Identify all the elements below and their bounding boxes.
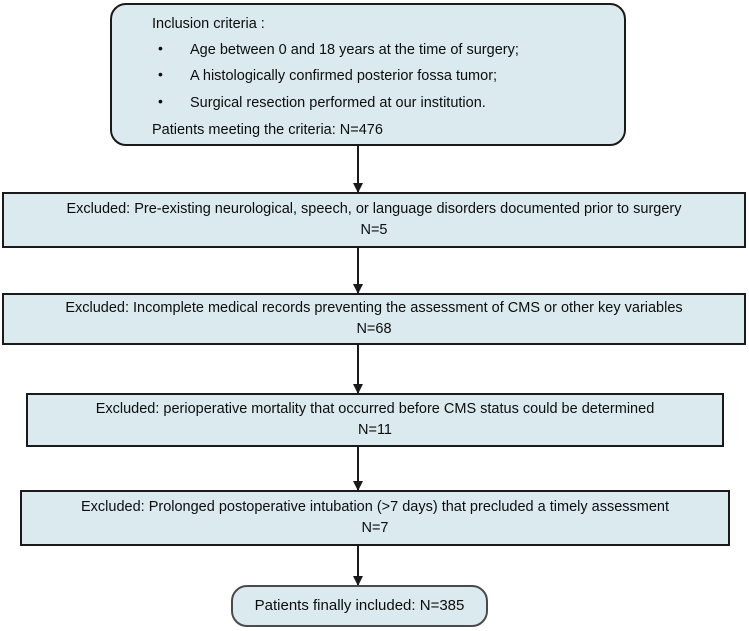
inclusion-criteria-node: Inclusion criteria : Age between 0 and 1… [110,3,626,146]
exclusion-count: N=68 [356,321,392,337]
arrow-down-icon [353,248,363,294]
final-included-label: Patients finally included: N=385 [254,597,465,615]
list-item: A histologically confirmed posterior fos… [112,65,624,87]
exclusion-node-2: Excluded: Incomplete medical records pre… [2,293,746,345]
exclusion-node-3: Excluded: perioperative mortality that o… [26,393,724,447]
arrow-down-icon [353,146,363,193]
exclusion-node-1: Excluded: Pre-existing neurological, spe… [2,192,746,248]
arrow-down-icon [353,546,363,586]
exclusion-count: N=11 [358,422,392,438]
list-item: Age between 0 and 18 years at the time o… [112,39,624,61]
inclusion-total-label: Patients meeting the criteria: N=476 [152,122,383,139]
arrow-down-icon [353,447,363,491]
exclusion-text: Excluded: Prolonged postoperative intuba… [81,499,669,516]
inclusion-criteria-title: Inclusion criteria : [152,16,265,32]
exclusion-count: N=5 [360,222,388,238]
exclusion-node-4: Excluded: Prolonged postoperative intuba… [20,490,730,546]
exclusion-count: N=7 [361,520,389,536]
list-item: Surgical resection performed at our inst… [112,92,624,114]
final-included-node: Patients finally included: N=385 [231,585,488,627]
inclusion-criteria-list: Age between 0 and 18 years at the time o… [112,39,624,120]
exclusion-text: Excluded: Incomplete medical records pre… [65,300,683,317]
exclusion-text: Excluded: perioperative mortality that o… [95,401,655,418]
arrow-down-icon [353,345,363,394]
exclusion-text: Excluded: Pre-existing neurological, spe… [66,201,682,218]
